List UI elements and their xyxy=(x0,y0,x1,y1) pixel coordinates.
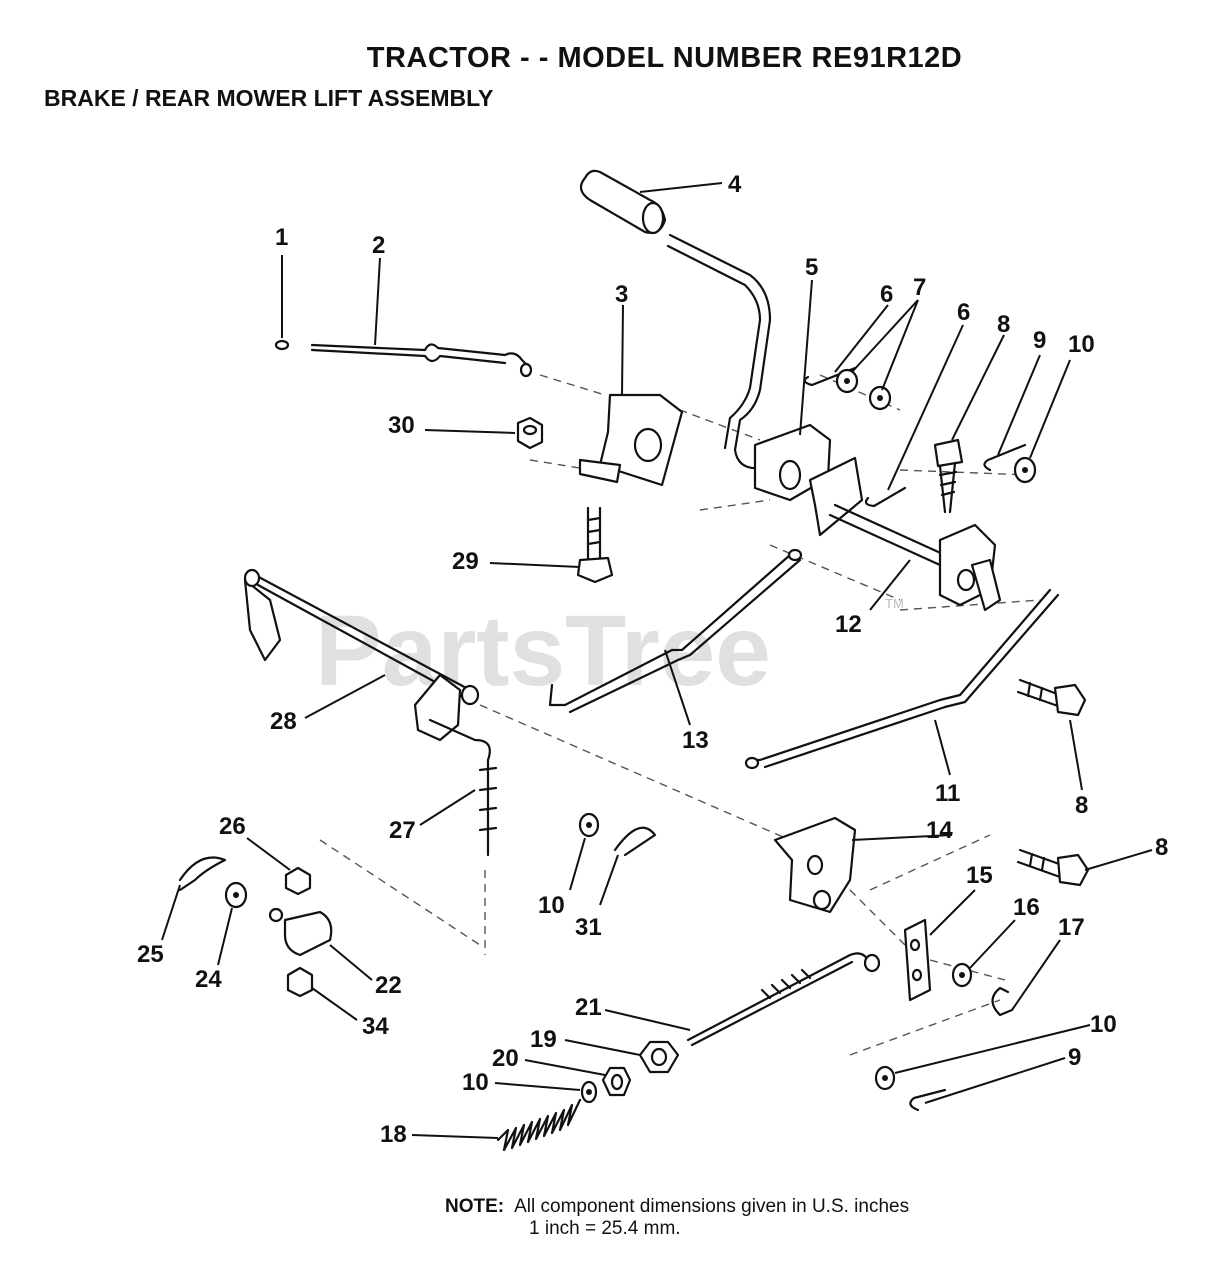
callout-numbers: 1 2 3 4 5 6 7 6 8 9 10 30 29 12 28 13 11… xyxy=(137,171,1168,1148)
note-line-2: 1 inch = 25.4 mm. xyxy=(529,1218,681,1239)
note-label: NOTE: xyxy=(445,1196,505,1217)
callout-29: 29 xyxy=(452,548,479,575)
callout-30: 30 xyxy=(388,412,415,439)
part-16-washer xyxy=(951,962,973,988)
part-26-nut xyxy=(284,866,312,896)
part-8-bolt-c xyxy=(1016,848,1090,887)
callout-17: 17 xyxy=(1058,914,1085,941)
callout-1: 1 xyxy=(275,224,288,251)
part-31-hairpin xyxy=(613,826,657,857)
part-10-washer-b xyxy=(578,812,600,838)
part-24-washer xyxy=(224,881,248,909)
part-14-bracket xyxy=(773,816,857,914)
part-20-nut xyxy=(601,1066,632,1097)
diagram-title: TRACTOR - - MODEL NUMBER RE91R12D xyxy=(366,42,963,74)
part-9-cotter-pin-b xyxy=(909,1088,947,1112)
callout-15: 15 xyxy=(966,862,993,889)
callout-25: 25 xyxy=(137,941,164,968)
part-29-bolt xyxy=(576,506,614,584)
part-19-nut xyxy=(638,1040,680,1074)
callout-4: 4 xyxy=(728,171,742,198)
part-9-cotter-pin xyxy=(983,443,1027,472)
callout-31: 31 xyxy=(575,914,602,941)
callout-28: 28 xyxy=(270,708,297,735)
part-30-nut xyxy=(516,416,544,450)
part-6b-cotter-pin xyxy=(864,486,907,508)
callout-26: 26 xyxy=(219,813,246,840)
callout-24: 24 xyxy=(195,966,222,993)
callout-9b: 9 xyxy=(1068,1044,1081,1071)
dimension-note: NOTE: All component dimensions given in U… xyxy=(445,1196,909,1240)
part-1-clip xyxy=(274,339,290,351)
part-10-washer-a xyxy=(1013,456,1037,484)
callout-12: 12 xyxy=(835,611,862,638)
part-7-washers xyxy=(835,368,892,411)
callout-8a: 8 xyxy=(997,311,1010,338)
part-22-swivel xyxy=(268,907,333,957)
leader-lines xyxy=(161,182,1153,1139)
callout-10b: 10 xyxy=(538,892,565,919)
alignment-lines xyxy=(319,374,1041,1056)
part-18-spring xyxy=(496,1098,582,1152)
callout-27: 27 xyxy=(389,817,416,844)
part-10-washer-c xyxy=(580,1080,598,1104)
part-3-bracket xyxy=(578,393,684,487)
callout-16: 16 xyxy=(1013,894,1040,921)
callout-34: 34 xyxy=(362,1013,389,1040)
note-line-1: All component dimensions given in U.S. i… xyxy=(514,1196,910,1217)
part-8-bolt-b xyxy=(1016,678,1087,717)
callout-6a: 6 xyxy=(880,281,893,308)
part-8-bolt-a xyxy=(933,438,964,514)
part-28-cross-shaft xyxy=(243,568,480,742)
part-5-lift-lever xyxy=(666,233,864,537)
callout-10c: 10 xyxy=(1090,1011,1117,1038)
part-6-cotter-pin xyxy=(803,366,857,387)
part-21-adjuster-rod xyxy=(686,952,881,1047)
callout-20: 20 xyxy=(492,1045,519,1072)
part-17-e-clip xyxy=(991,986,1014,1017)
callout-11: 11 xyxy=(935,780,960,807)
part-15-plate xyxy=(903,918,932,1002)
callout-3: 3 xyxy=(615,281,628,308)
part-13-rod xyxy=(548,548,803,714)
callout-5: 5 xyxy=(805,254,818,281)
part-11-rod xyxy=(744,588,1060,770)
callout-10d: 10 xyxy=(462,1069,489,1096)
part-25-hairpin-clip xyxy=(178,856,227,892)
watermark: PartsTree xyxy=(315,595,771,707)
callout-22: 22 xyxy=(375,972,402,999)
part-12-shaft xyxy=(828,503,1002,612)
part-34-locknut xyxy=(286,966,314,998)
callout-18: 18 xyxy=(380,1121,407,1148)
callout-6b: 6 xyxy=(957,299,970,326)
part-27-threaded-rod xyxy=(428,718,498,857)
callout-13: 13 xyxy=(682,727,709,754)
callout-19: 19 xyxy=(530,1026,557,1053)
callout-7: 7 xyxy=(913,274,926,301)
diagram-subtitle: BRAKE / REAR MOWER LIFT ASSEMBLY xyxy=(44,85,494,111)
callout-14: 14 xyxy=(926,817,953,844)
part-10-washer-d xyxy=(874,1065,896,1091)
part-4-handle-grip xyxy=(579,169,667,235)
part-2-brake-rod xyxy=(310,343,533,378)
callout-8b: 8 xyxy=(1075,792,1088,819)
callout-9a: 9 xyxy=(1033,327,1046,354)
callout-2: 2 xyxy=(372,232,385,259)
callout-10a: 10 xyxy=(1068,331,1095,358)
watermark-tm: TM xyxy=(885,596,904,611)
callout-21: 21 xyxy=(575,994,602,1021)
callout-8c: 8 xyxy=(1155,834,1168,861)
